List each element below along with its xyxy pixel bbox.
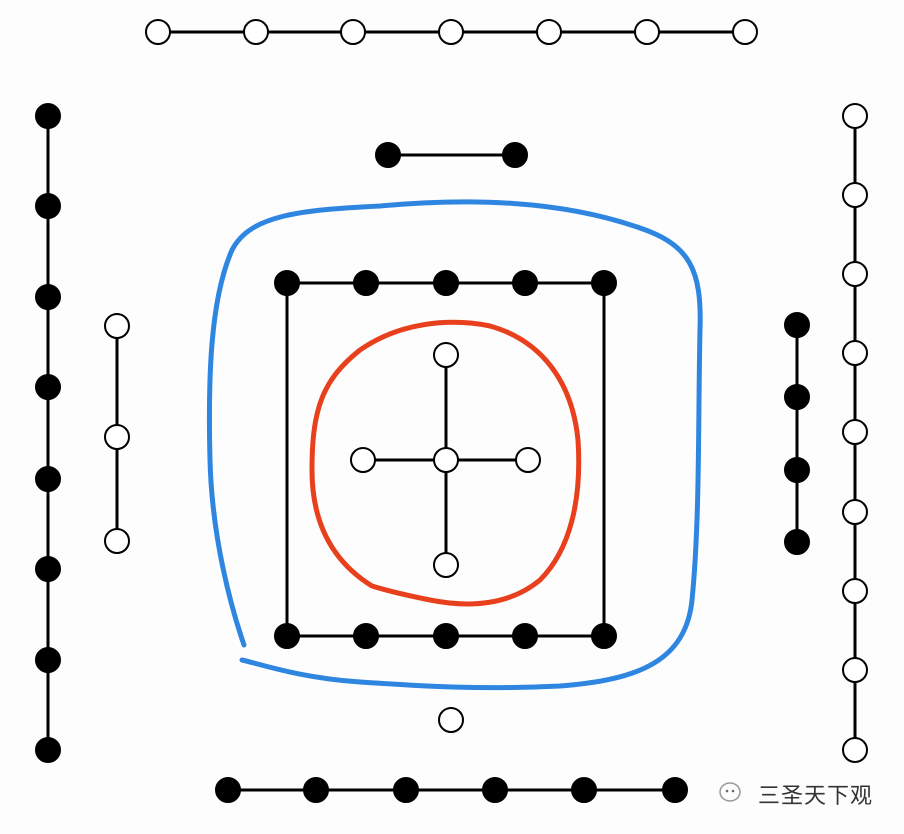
right-inner-black-dot [784,312,810,338]
left-outer-black-dot [35,556,61,582]
square-black-dot [591,623,617,649]
watermark: 三圣天下观 [718,778,873,810]
top-white-dot [438,19,464,45]
center-cross-white-dot [433,447,459,473]
right-outer-white-dot [842,103,868,129]
square-black-dot [353,623,379,649]
right-outer-white-dot [842,657,868,683]
square-black-dot [512,270,538,296]
center-cross-white-dot [433,552,459,578]
left-inner-white-dot [104,528,130,554]
left-outer-black-dot [35,466,61,492]
top-white-dot [634,19,660,45]
square-black-dot [512,623,538,649]
top-white-dot [340,19,366,45]
bottom-black-dot [393,777,419,803]
bottom-black-dot [571,777,597,803]
bottom-black-dot [482,777,508,803]
bottom-black-dot [662,777,688,803]
top-white-dot [732,19,758,45]
left-outer-black-dot [35,737,61,763]
left-inner-white-dot [104,313,130,339]
square-black-dot [433,623,459,649]
square-black-dot [433,270,459,296]
left-outer-black-dot [35,284,61,310]
bottom-black-dot [215,777,241,803]
watermark-text: 三圣天下观 [758,784,874,809]
right-outer-white-dot [842,182,868,208]
top-white-dot [145,19,171,45]
wechat-icon [718,780,748,809]
left-outer-black-dot [35,374,61,400]
bottom-black-dot [303,777,329,803]
right-inner-black-dot [784,384,810,410]
center-cross-white-dot [433,342,459,368]
left-outer-black-dot [35,103,61,129]
top-inner-black-dot [502,142,528,168]
top-inner-black-dot [375,142,401,168]
right-outer-white-dot [842,737,868,763]
red-loop [309,319,582,607]
left-inner-white-dot [104,424,130,450]
right-outer-white-dot [842,499,868,525]
center-cross-white-dot [350,447,376,473]
left-outer-black-dot [35,647,61,673]
square-black-dot [274,270,300,296]
right-inner-black-dot [784,529,810,555]
right-inner-black-dot [784,457,810,483]
center-cross-white-dot [515,447,541,473]
square-black-dot [591,270,617,296]
right-outer-white-dot [842,261,868,287]
top-white-dot [243,19,269,45]
square-black-dot [274,623,300,649]
right-outer-white-dot [842,340,868,366]
left-outer-black-dot [35,193,61,219]
top-white-dot [536,19,562,45]
square-black-dot [353,270,379,296]
right-outer-white-dot [842,419,868,445]
right-outer-white-dot [842,578,868,604]
bottom-single-white-dot [438,707,464,733]
blue-loop [206,199,703,691]
